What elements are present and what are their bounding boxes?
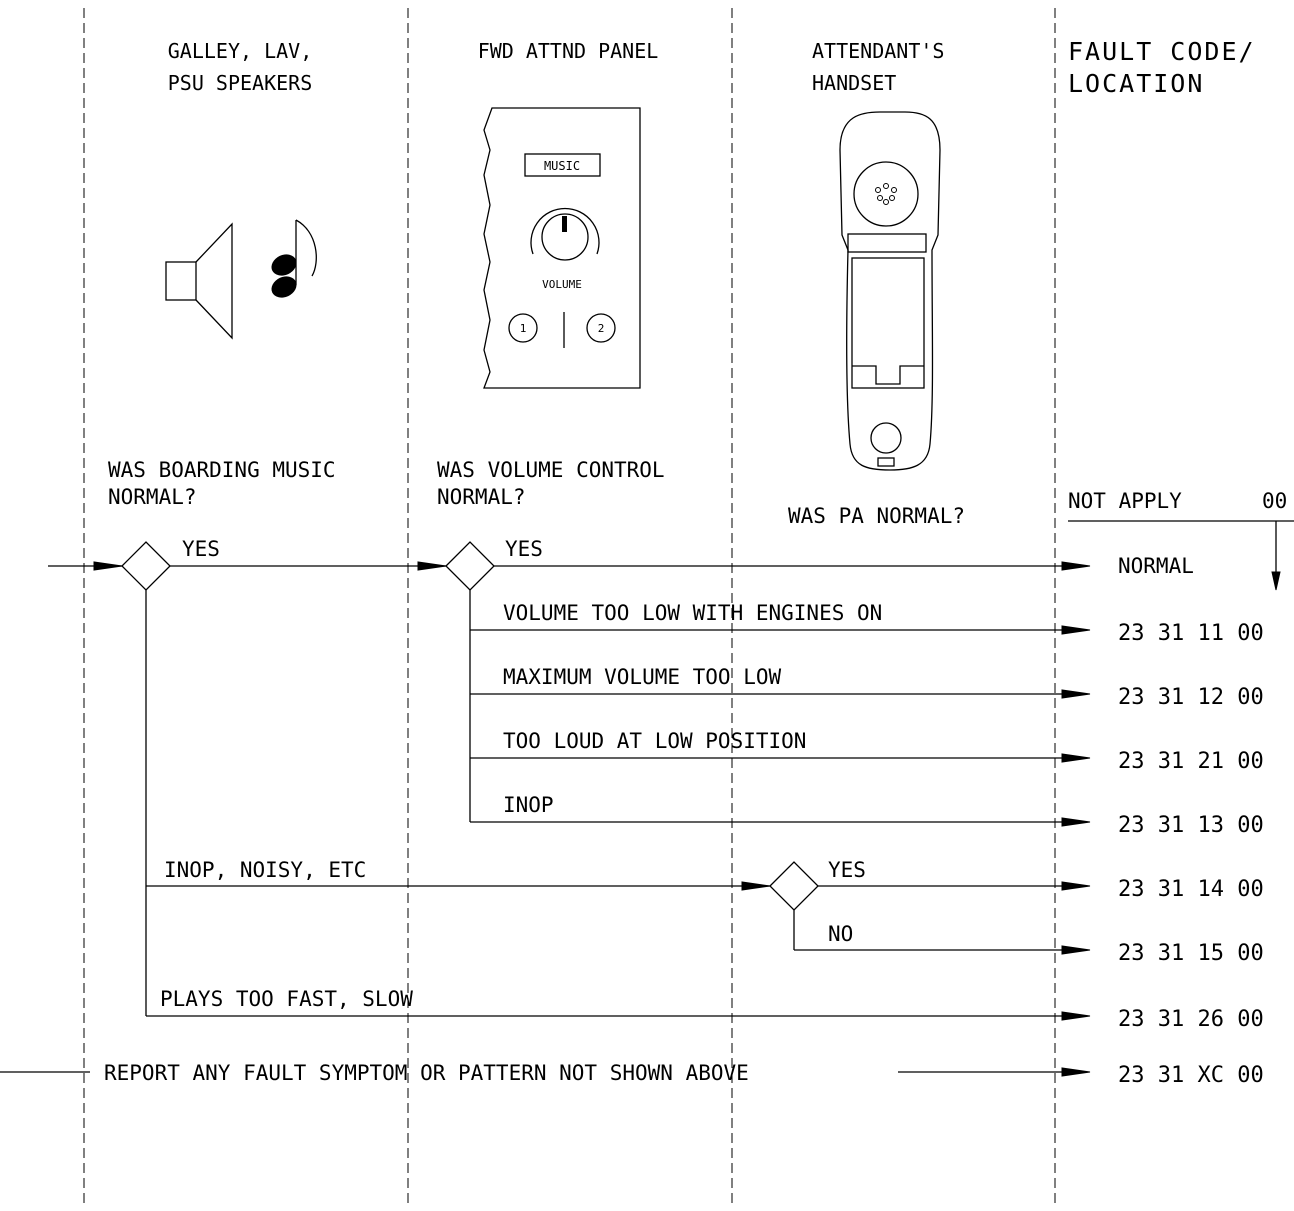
fault-code-row: 23 31 14 00 (1118, 877, 1264, 902)
fault-code-row: 23 31 11 00 (1118, 621, 1264, 646)
button-2-label: 2 (598, 322, 605, 335)
music-label: MUSIC (544, 159, 580, 173)
music-note-icon (271, 219, 317, 298)
branch-volume-low-engines: VOLUME TOO LOW WITH ENGINES ON (503, 601, 882, 625)
fault-code-row: 23 31 XC 00 (1118, 1063, 1264, 1088)
music-label-box (524, 153, 601, 177)
branch-too-loud-low: TOO LOUD AT LOW POSITION (503, 729, 806, 753)
button-1-icon (508, 313, 538, 343)
header-speakers-line2: PSU SPEAKERS (168, 71, 313, 95)
speaker-icon (165, 222, 233, 340)
decision-pa-normal (769, 861, 819, 911)
decision-boarding-music (121, 541, 171, 591)
header-fwd-attnd-panel: FWD ATTND PANEL (478, 39, 659, 63)
header-handset-line1: ATTENDANT'S (812, 39, 944, 63)
fault-code-row: 23 31 26 00 (1118, 1007, 1264, 1032)
branch-yes-pa: YES (828, 858, 866, 882)
question-pa-normal: WAS PA NORMAL? (788, 504, 965, 528)
fault-code-row: 23 31 15 00 (1118, 941, 1264, 966)
branch-report-other: REPORT ANY FAULT SYMPTOM OR PATTERN NOT … (104, 1061, 749, 1085)
decision-volume-control (445, 541, 495, 591)
result-normal: NORMAL (1118, 554, 1194, 578)
volume-label: VOLUME (542, 278, 582, 291)
attendant-panel-illustration: MUSIC VOLUME 1 2 (483, 107, 641, 389)
header-speakers-line1: GALLEY, LAV, (168, 39, 313, 63)
fault-code-row: 23 31 13 00 (1118, 813, 1264, 838)
branch-no-pa: NO (828, 922, 853, 946)
not-apply-label: NOT APPLY (1068, 489, 1182, 513)
column-dividers (83, 8, 1056, 1208)
question-boarding-music-line2: NORMAL? (108, 485, 197, 509)
not-apply-code: 00 (1262, 489, 1287, 513)
branch-max-volume-low: MAXIMUM VOLUME TOO LOW (503, 665, 782, 689)
branch-inop: INOP (503, 793, 554, 817)
header-fault-code-line2: LOCATION (1068, 69, 1204, 98)
volume-knob-icon (541, 213, 589, 261)
header-fault-code-line1: FAULT CODE/ (1068, 37, 1256, 66)
handset-icon (839, 111, 941, 471)
header-handset-line2: HANDSET (812, 71, 896, 95)
branch-yes-boarding: YES (182, 537, 220, 561)
question-boarding-music-line1: WAS BOARDING MUSIC (108, 458, 336, 482)
branch-plays-fast-slow: PLAYS TOO FAST, SLOW (160, 987, 413, 1011)
button-2-icon (586, 313, 616, 343)
fault-code-row: 23 31 12 00 (1118, 685, 1264, 710)
flow-lines (0, 565, 1066, 1073)
question-volume-control-line2: NORMAL? (437, 485, 526, 509)
fault-code-row: 23 31 21 00 (1118, 749, 1264, 774)
branch-inop-noisy: INOP, NOISY, ETC (164, 858, 366, 882)
question-volume-control-line1: WAS VOLUME CONTROL (437, 458, 665, 482)
arrowheads (93, 561, 1091, 1077)
branch-yes-volume: YES (505, 537, 543, 561)
button-1-label: 1 (520, 322, 527, 335)
